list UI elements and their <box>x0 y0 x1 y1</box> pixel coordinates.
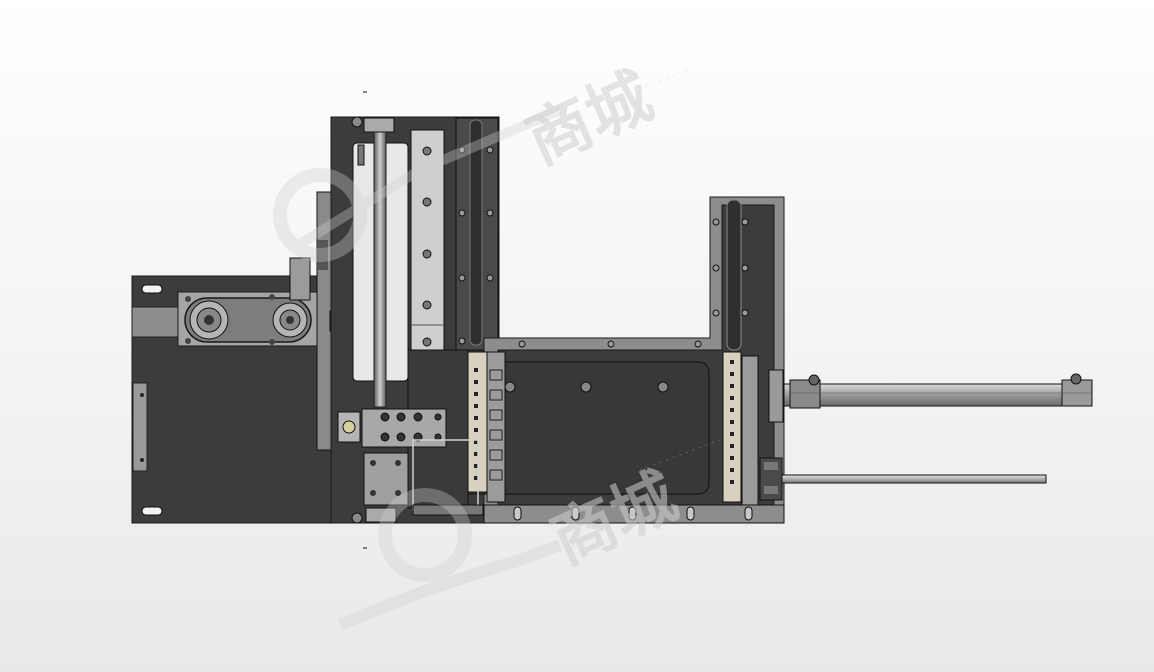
bottom-bolt <box>351 512 363 524</box>
bottom-rail-slots <box>513 506 753 521</box>
belt-bracket <box>289 257 311 301</box>
right-scale-ticks <box>730 360 734 484</box>
vertical-linear-rail <box>410 129 445 353</box>
watermark-graphic <box>273 69 721 631</box>
top-clamp <box>363 117 395 133</box>
left-edge-bracket <box>132 382 148 472</box>
left-plate-slot-bottom <box>141 506 163 516</box>
right-scale-strip <box>722 351 742 503</box>
left-plate-tab <box>131 306 179 338</box>
left-scale-ticks <box>474 368 478 480</box>
guide-rod-vertical <box>373 124 387 408</box>
rail-screws <box>422 146 432 347</box>
guide-rod-horizontal <box>779 474 1047 484</box>
left-plate-slot-top <box>141 284 163 294</box>
cylinder-mount <box>768 369 784 423</box>
right-guide-channel <box>726 199 742 351</box>
top-bolt <box>351 116 363 128</box>
pneumatic-cylinder <box>783 383 1075 407</box>
left-scale-strip <box>466 351 488 493</box>
